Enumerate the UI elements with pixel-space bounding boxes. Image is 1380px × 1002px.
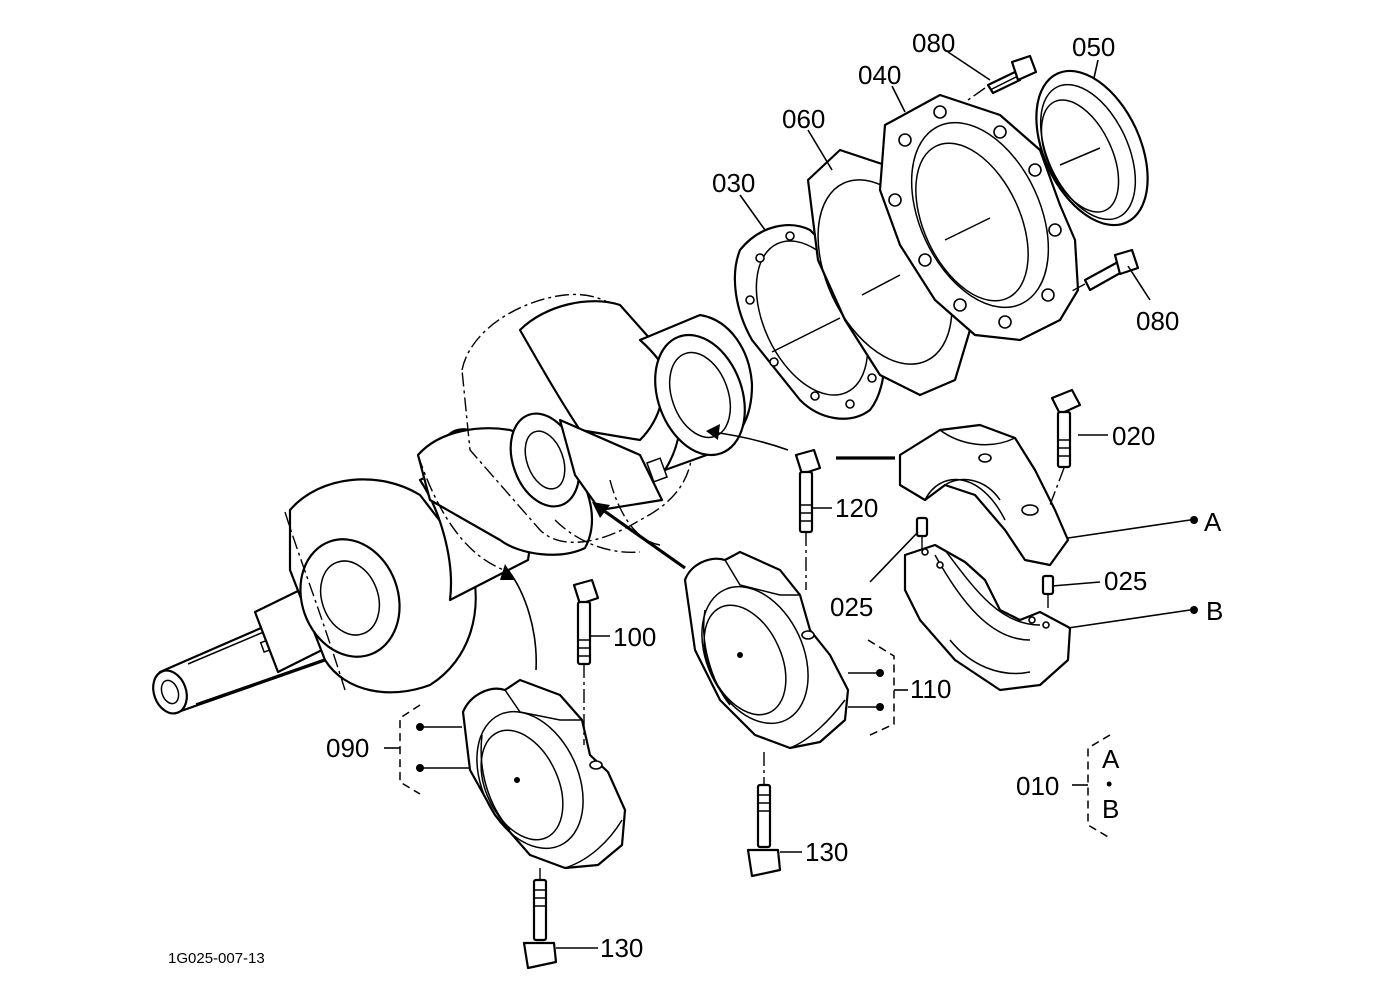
bearing-case-110 bbox=[683, 550, 850, 750]
label-a-callout: A bbox=[1204, 507, 1222, 537]
crankshaft bbox=[152, 293, 754, 715]
label-130-front: 130 bbox=[600, 933, 643, 963]
label-b-callout: B bbox=[1206, 596, 1223, 626]
bearing-case-090 bbox=[461, 678, 627, 870]
label-100: 100 bbox=[613, 622, 656, 652]
bracket-010 bbox=[1072, 734, 1111, 839]
label-separator: • bbox=[1106, 774, 1112, 794]
label-025-left: 025 bbox=[830, 592, 873, 622]
bolt-130-front bbox=[522, 868, 558, 970]
bracket-110 bbox=[848, 639, 908, 737]
label-a-legend: A bbox=[1102, 744, 1120, 774]
label-080-top: 080 bbox=[912, 28, 955, 58]
label-025-right: 025 bbox=[1104, 566, 1147, 596]
bearing-case-cover-040 bbox=[878, 93, 1080, 342]
label-b-legend: B bbox=[1102, 794, 1119, 824]
label-040: 040 bbox=[858, 60, 901, 90]
dowel-pin-025-left bbox=[915, 516, 929, 550]
dowel-pin-025-right bbox=[1041, 574, 1055, 610]
bearing-case-b bbox=[903, 543, 1072, 692]
label-090: 090 bbox=[326, 733, 369, 763]
bearing-case-a bbox=[898, 423, 1070, 567]
bolt-100 bbox=[572, 578, 600, 745]
bolt-080-top bbox=[967, 54, 1038, 101]
oil-seal-050 bbox=[1035, 69, 1149, 227]
bracket-090 bbox=[384, 704, 470, 795]
leader-lines bbox=[556, 51, 1198, 949]
label-050: 050 bbox=[1072, 32, 1115, 62]
label-020: 020 bbox=[1112, 421, 1155, 451]
label-030: 030 bbox=[712, 168, 755, 198]
bolt-020 bbox=[1049, 388, 1082, 506]
bolt-120 bbox=[794, 448, 822, 590]
drawing-code: 1G025-007-13 bbox=[168, 950, 265, 967]
label-130-middle: 130 bbox=[805, 837, 848, 867]
label-110: 110 bbox=[910, 674, 951, 704]
assembly-arrows bbox=[500, 424, 895, 671]
part-labels: 080 050 040 060 030 080 020 120 A 025 02… bbox=[168, 28, 1223, 967]
bolt-130-middle bbox=[746, 752, 782, 878]
label-120: 120 bbox=[835, 493, 878, 523]
label-080-bottom: 080 bbox=[1136, 306, 1179, 336]
label-010: 010 bbox=[1016, 771, 1059, 801]
bolt-080-bottom bbox=[1069, 248, 1140, 293]
label-060: 060 bbox=[782, 104, 825, 134]
